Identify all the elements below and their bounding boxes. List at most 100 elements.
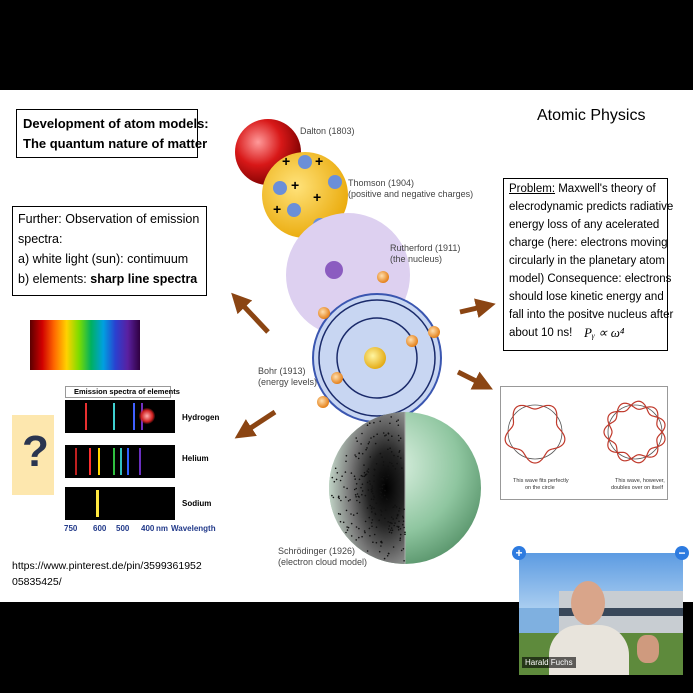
cloud-dot — [398, 451, 400, 453]
cloud-dot — [386, 555, 389, 557]
cloud-dot — [373, 507, 375, 510]
cloud-dot — [345, 509, 348, 512]
cloud-dot — [388, 552, 390, 555]
cloud-dot — [381, 541, 383, 544]
cloud-dot — [360, 486, 362, 489]
participant-head — [571, 581, 605, 625]
rutherford-nucleus — [325, 261, 343, 279]
bohr-electron — [406, 335, 418, 347]
cloud-dot — [383, 475, 385, 478]
cloud-dot — [355, 539, 357, 541]
cloud-dot — [379, 487, 381, 490]
cloud-dot — [354, 478, 356, 480]
info-line-4-bold: sharp line spectra — [90, 272, 198, 286]
cloud-dot — [387, 465, 390, 468]
wave-caption-left-2: on the circle — [525, 485, 555, 491]
cloud-dot — [371, 519, 374, 521]
cloud-dot — [363, 464, 365, 466]
bohr-electron — [317, 396, 329, 408]
cloud-dot — [355, 483, 358, 485]
cloud-dot — [390, 529, 392, 531]
wavelength-tick-400: 400 — [141, 524, 155, 533]
cloud-dot — [391, 462, 393, 465]
cloud-dot — [386, 477, 388, 480]
thomson-electron — [273, 181, 287, 195]
cloud-dot — [402, 523, 404, 526]
standing-wave-right — [607, 400, 666, 464]
cloud-dot — [369, 422, 371, 425]
cloud-dot — [346, 526, 348, 528]
problem-line-7: fall into the positve nucleus after — [509, 309, 674, 321]
cloud-dot — [379, 478, 381, 480]
video-building-windows — [559, 608, 683, 616]
cloud-dot — [379, 494, 382, 497]
thomson-electron — [287, 203, 301, 217]
cloud-dot — [347, 526, 350, 529]
label-rutherford-sub: (the nucleus) — [390, 254, 443, 264]
cloud-dot — [360, 474, 363, 477]
cloud-dot — [398, 507, 401, 510]
bohr-electron — [318, 307, 330, 319]
cloud-dot — [366, 507, 369, 509]
cloud-dot — [346, 487, 348, 490]
cloud-dot — [352, 514, 355, 516]
info-line-2: spectra: — [18, 232, 63, 246]
source-url-line-2[interactable]: 05835425/ — [12, 576, 62, 588]
problem-line-4: circularly in the planetary atom — [509, 255, 665, 267]
label-rutherford: Rutherford (1911) — [390, 243, 461, 253]
cloud-dot — [372, 492, 374, 495]
cloud-dot — [369, 483, 371, 485]
cloud-dot — [387, 521, 389, 523]
problem-line-5: model) Consequence: electrons — [509, 273, 672, 285]
helium-line — [75, 448, 77, 475]
cloud-dot — [354, 454, 356, 456]
source-url-line-1[interactable]: https://www.pinterest.de/pin/3599361952 — [12, 560, 202, 572]
arrow-right-lower — [456, 369, 493, 390]
cloud-dot — [402, 548, 405, 550]
thomson-plus: + — [291, 177, 299, 193]
cloud-dot — [389, 422, 391, 425]
info-line-4: b) elements: sharp line spectra — [18, 272, 197, 286]
cloud-dot — [403, 526, 405, 529]
cloud-dot — [382, 464, 385, 467]
thomson-plus: + — [315, 153, 323, 169]
continuous-spectrum — [30, 320, 140, 370]
cloud-dot — [341, 475, 343, 478]
label-bohr: Bohr (1913) — [258, 366, 306, 376]
cloud-dot — [396, 525, 398, 528]
cloud-dot — [369, 456, 372, 458]
cloud-dot — [370, 498, 373, 501]
title-line-1: Development of atom models: — [23, 116, 209, 131]
cloud-dot — [377, 479, 380, 481]
helium-line — [120, 448, 122, 475]
cloud-dot — [345, 531, 347, 534]
cloud-dot — [357, 457, 360, 460]
minimize-video-button[interactable]: − — [675, 546, 689, 560]
cloud-dot — [336, 472, 339, 474]
cloud-dot — [399, 528, 402, 530]
helium-line — [139, 448, 141, 475]
electron-cloud-half — [329, 412, 405, 564]
cloud-dot — [402, 517, 405, 519]
cloud-dot — [378, 550, 381, 553]
arrow-down-left — [234, 409, 277, 439]
cloud-dot — [365, 473, 368, 476]
cloud-dot — [335, 478, 338, 481]
wave-diagram — [504, 400, 666, 464]
cloud-dot — [358, 496, 360, 498]
cloud-dot — [350, 522, 353, 525]
cloud-dot — [382, 432, 385, 434]
cloud-dot — [384, 489, 386, 492]
title-line-2: The quantum nature of matter — [23, 136, 208, 151]
cloud-dot — [338, 495, 340, 498]
cloud-dot — [398, 520, 400, 523]
cloud-dot — [398, 439, 400, 442]
cloud-dot — [367, 442, 370, 445]
participant-video-tile[interactable]: Harald Fuchs — [519, 553, 683, 675]
cloud-dot — [388, 525, 391, 527]
expand-video-button[interactable]: + — [512, 546, 526, 560]
wavelength-unit: nm — [156, 524, 168, 533]
cloud-dot — [354, 494, 357, 496]
helium-line — [127, 448, 129, 475]
wave-diagram-box: This wave fits perfectly on the circle T… — [500, 386, 668, 500]
